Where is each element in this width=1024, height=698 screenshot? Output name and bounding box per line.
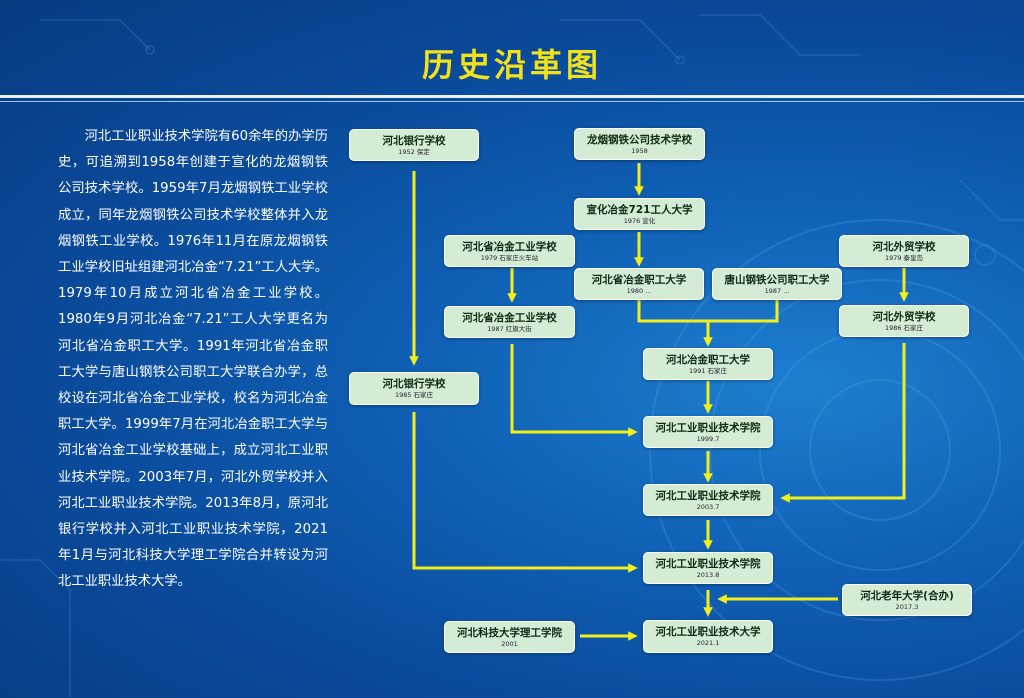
- title-divider: [0, 95, 1024, 98]
- node-longyan-1958: 龙烟钢铁公司技术学校 1958: [574, 128, 705, 160]
- node-sub: 1987 ...: [764, 286, 790, 295]
- node-metal-school-1987: 河北省冶金工业学校 1987 红旗大街: [444, 306, 575, 338]
- history-intro-text: 河北工业职业技术学院有60余年的办学历史，可追溯到1958年创建于宣化的龙烟钢铁…: [58, 129, 328, 590]
- node-xuanhua-1976: 宣化冶金721工人大学 1976 宣化: [574, 198, 705, 230]
- node-name: 河北银行学校: [382, 134, 446, 147]
- node-name: 河北外贸学校: [872, 240, 936, 253]
- arrow-bank1985-to-hbvtc2013: [412, 412, 638, 573]
- node-hbvtc-2003: 河北工业职业技术学院 2003.7: [643, 484, 773, 516]
- node-sub: 1958: [631, 146, 648, 155]
- arrow-metal1987-to-hbvtc1999: [510, 344, 638, 437]
- node-name: 河北工业职业技术学院: [655, 557, 761, 570]
- node-bank-1952: 河北银行学校 1952 保定: [349, 129, 479, 161]
- node-name: 河北省冶金工业学校: [462, 311, 557, 324]
- node-name: 宣化冶金721工人大学: [586, 203, 693, 216]
- node-name: 河北工业职业技术学院: [655, 421, 761, 434]
- arrow-trade1986-to-hbvtc2003: [780, 343, 906, 503]
- node-sub: 1999.7: [696, 434, 720, 443]
- node-sub: 2003.7: [696, 502, 720, 511]
- node-name: 唐山钢铁公司职工大学: [724, 273, 830, 286]
- node-sub: 1986 石家庄: [884, 323, 924, 332]
- page-title: 历史沿革图: [421, 46, 602, 84]
- node-sub: 1976 宣化: [623, 216, 656, 225]
- node-sub: 2017.3: [895, 602, 919, 611]
- node-bank-1985: 河北银行学校 1985 石家庄: [349, 372, 479, 405]
- node-metal-staff-univ-1991: 河北冶金职工大学 1991 石家庄: [643, 348, 773, 380]
- node-name: 河北科技大学理工学院: [457, 626, 562, 639]
- node-sub: 1979 石家庄火车站: [480, 253, 539, 262]
- node-trade-school-1979: 河北外贸学校 1979 秦皇岛: [839, 235, 969, 267]
- node-sub: 1980 ...: [626, 286, 652, 295]
- node-sub: 1987 红旗大街: [487, 324, 532, 333]
- node-sub: 2013.8: [696, 570, 720, 579]
- node-sub: 2021.1: [696, 639, 720, 647]
- node-name: 河北省冶金工业学校: [462, 240, 557, 253]
- node-hbvtu-2021: 河北工业职业技术大学 2021.1: [643, 620, 773, 653]
- node-name: 龙烟钢铁公司技术学校: [587, 133, 692, 146]
- node-sub: 1991 石家庄: [688, 366, 728, 375]
- node-metal-school-1979: 河北省冶金工业学校 1979 石家庄火车站: [444, 235, 575, 267]
- node-hbvtc-2013: 河北工业职业技术学院 2013.8: [643, 552, 773, 584]
- node-sub: 1985 石家庄: [394, 391, 434, 399]
- node-metal-staff-univ-1980: 河北省冶金职工大学 1980 ...: [574, 268, 704, 300]
- node-name: 河北省冶金职工大学: [591, 273, 687, 286]
- node-name: 河北老年大学(合办): [860, 589, 954, 602]
- title-divider-thin: [0, 101, 1024, 102]
- node-hbvtc-1999: 河北工业职业技术学院 1999.7: [643, 416, 773, 448]
- node-name: 河北外贸学校: [872, 310, 936, 323]
- node-hebust-2001: 河北科技大学理工学院 2001: [444, 621, 575, 653]
- node-name: 河北工业职业技术学院: [655, 489, 761, 502]
- node-tangshan-1987: 唐山钢铁公司职工大学 1987 ...: [712, 268, 842, 300]
- node-name: 河北银行学校: [382, 378, 446, 390]
- node-trade-school-1986: 河北外贸学校 1986 石家庄: [839, 305, 969, 337]
- node-sub: 1979 秦皇岛: [884, 253, 924, 262]
- node-name: 河北冶金职工大学: [666, 353, 750, 366]
- node-sub: 2001: [501, 639, 518, 648]
- node-name: 河北工业职业技术大学: [655, 626, 761, 638]
- arrow-merge-to-metalstaff1991: [637, 300, 779, 342]
- node-senior-univ-2017: 河北老年大学(合办) 2017.3: [842, 584, 972, 616]
- node-sub: 1952 保定: [398, 147, 430, 156]
